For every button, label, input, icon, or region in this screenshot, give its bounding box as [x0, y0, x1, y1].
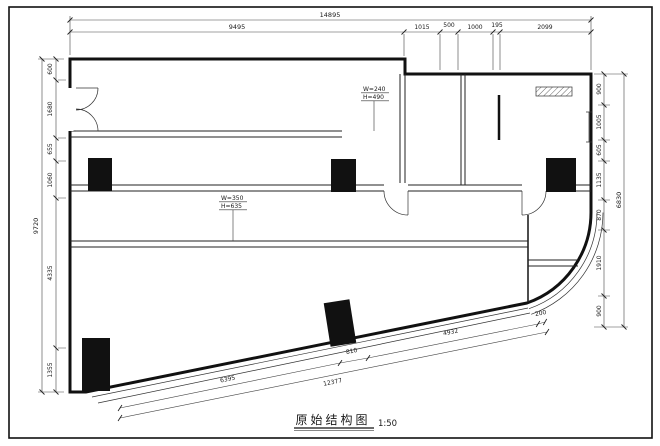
beam-annotation-a: W=240 H=490 — [361, 86, 389, 131]
beam-a-width-label: W=240 — [363, 86, 386, 93]
wall-vertical-a — [399, 74, 406, 185]
exterior-wall — [68, 57, 593, 394]
dim-left-2: 655 — [47, 143, 54, 155]
dim-bottom-3: 200 — [534, 309, 547, 318]
interior-walls — [70, 74, 592, 302]
dim-top-3: 1000 — [467, 24, 482, 31]
door-opening-left — [66, 88, 74, 131]
dim-top-0: 9495 — [229, 23, 246, 31]
beam-annotation-b: W=350 H=635 — [219, 195, 247, 241]
column-middle — [331, 159, 356, 192]
dim-left-overall: 9720 — [32, 218, 40, 235]
window-right-wall — [586, 111, 592, 143]
drawing-title: 原始结构图 — [295, 412, 370, 427]
dim-left-4: 4335 — [47, 265, 54, 280]
dim-right-6: 900 — [596, 305, 603, 317]
beam-b-width-label: W=350 — [221, 195, 244, 202]
wall-horizontal-lower — [70, 240, 528, 248]
dim-right-4: 870 — [596, 209, 603, 221]
columns — [82, 158, 576, 391]
dimension-lines — [39, 17, 627, 422]
dim-right-3: 1135 — [596, 172, 603, 187]
dim-top-5: 2099 — [537, 24, 552, 31]
column-left — [88, 158, 112, 191]
dim-line-bottom-overall — [117, 328, 550, 422]
dim-top-overall: 14895 — [320, 11, 341, 19]
door-arc-mid — [383, 190, 409, 216]
door-opening-mid — [384, 183, 408, 193]
doors — [75, 87, 547, 216]
wall-right-room-shelf — [528, 259, 578, 267]
dim-top-1: 1015 — [414, 24, 429, 31]
dim-left-3: 1060 — [47, 172, 54, 187]
title-block: 原始结构图 1:50 — [294, 412, 397, 431]
hatched-window — [535, 86, 573, 97]
dim-right-0: 900 — [596, 83, 603, 95]
dim-left-1: 1680 — [47, 101, 54, 116]
dim-bottom-0: 6395 — [220, 375, 237, 385]
column-right — [546, 158, 576, 192]
dim-bottom-2: 4932 — [443, 328, 460, 338]
dim-right-5: 1910 — [596, 255, 603, 270]
beam-b-height-label: H=635 — [221, 203, 242, 210]
door-arc-left-upper — [75, 87, 99, 111]
dim-top-2: 500 — [443, 22, 455, 29]
wall-vertical-b — [460, 74, 466, 185]
door-arc-left-lower — [75, 108, 99, 132]
column-bottom-left — [82, 338, 110, 391]
sheet-border — [8, 6, 653, 439]
door-opening-right — [522, 183, 546, 193]
dim-top-4: 195 — [491, 22, 503, 29]
dim-right-overall: 6830 — [615, 192, 623, 209]
dim-right-1: 1005 — [596, 114, 603, 129]
beam-a-height-label: H=490 — [363, 94, 384, 101]
column-bottom-middle — [323, 299, 357, 347]
wall-beam-line — [70, 184, 591, 192]
wall-horizontal-upper — [70, 130, 342, 138]
door-arc-right — [521, 190, 547, 216]
dim-left-0: 600 — [47, 63, 54, 75]
dim-left-5: 1355 — [47, 362, 54, 377]
drawing-scale: 1:50 — [378, 419, 397, 429]
dim-right-2: 605 — [596, 144, 603, 156]
dim-bottom-1: 810 — [345, 347, 358, 356]
dim-bottom-overall: 12377 — [323, 377, 343, 388]
